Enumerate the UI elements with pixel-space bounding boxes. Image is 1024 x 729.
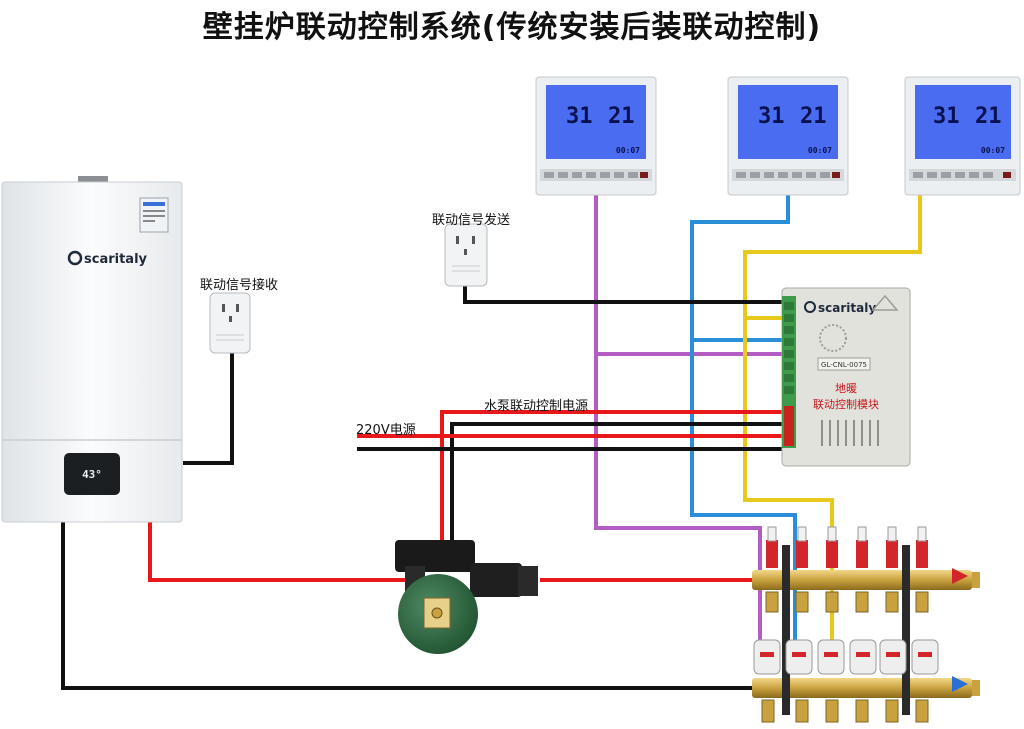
- thermostat-room-temp: 21: [608, 104, 635, 129]
- signal-receive-label: 联动信号接收: [200, 278, 279, 293]
- signal-receiver-plug: [209, 292, 251, 354]
- signal-send-wire: [463, 282, 788, 304]
- boiler-brand: scaritaly: [84, 252, 148, 267]
- pump-power-label: 水泵联动控制电源: [484, 399, 589, 414]
- module-name-line1: 地暖: [835, 382, 857, 395]
- signal-receive-wire: [183, 352, 234, 465]
- thermostat-room-temp: 21: [975, 104, 1002, 129]
- signal-send-label: 联动信号发送: [432, 213, 511, 228]
- end-valve-icon: [952, 568, 980, 696]
- thermostat-set-temp: 31: [566, 104, 593, 129]
- thermostat-3: 31 21 00:07: [904, 76, 1021, 196]
- thermostat-screen: [546, 85, 646, 159]
- blue-wire: [690, 195, 797, 645]
- supply-pipe: [148, 522, 410, 582]
- floor-heating-manifold: [752, 526, 980, 723]
- mains-power-label: 220V电源: [356, 423, 416, 438]
- thermostat-clock: 00:07: [808, 146, 832, 155]
- page-title: 壁挂炉联动控制系统(传统安装后装联动控制): [202, 10, 822, 45]
- thermostat-screen: [915, 85, 1011, 159]
- linkage-control-module: scaritaly GL-CNL-0075 地暖 联动控制模块: [781, 287, 911, 467]
- module-model: GL-CNL-0075: [821, 361, 867, 369]
- power-button-icon: [640, 172, 648, 178]
- thermostat-set-temp: 31: [933, 104, 960, 129]
- thermostat-2: 31 21 00:07: [727, 76, 849, 196]
- thermostat-1: 31 21 00:07: [535, 76, 657, 196]
- module-logo-icon: [804, 301, 816, 313]
- boiler-display: [64, 453, 120, 495]
- thermostat-set-temp: 31: [758, 104, 785, 129]
- signal-sender-plug: [444, 223, 488, 287]
- thermostat-clock: 00:07: [616, 146, 640, 155]
- return-pipe: [61, 522, 752, 690]
- power-button-icon: [832, 172, 840, 178]
- module-brand: scaritaly: [818, 301, 876, 315]
- warning-icon: [871, 294, 899, 311]
- thermostat-clock: 00:07: [981, 146, 1005, 155]
- yellow-wire: [743, 195, 922, 645]
- thermostat-screen: [738, 85, 838, 159]
- module-name-line2: 联动控制模块: [813, 397, 879, 411]
- thermostat-room-temp: 21: [800, 104, 827, 129]
- boiler-logo-icon: [67, 250, 83, 266]
- circulation-pump: [395, 540, 538, 654]
- wall-boiler: scaritaly 43°: [1, 176, 183, 523]
- speaker-grille-icon: [819, 324, 847, 352]
- boiler-display-temp: 43°: [82, 468, 102, 481]
- power-button-icon: [1003, 172, 1011, 178]
- power-wires: [357, 410, 788, 545]
